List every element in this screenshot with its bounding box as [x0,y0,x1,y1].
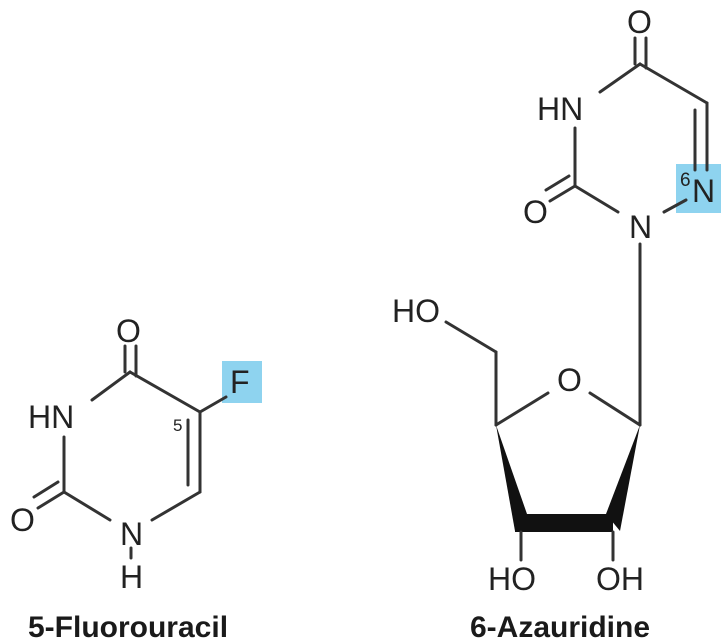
bond-c5prime-ho [444,320,498,354]
az-oxygen-left: O [523,194,548,230]
fluorouracil-structure: O F HN 5 O N H 5-Fluorouracil [10,313,262,644]
bond-c2-o-double [32,480,60,499]
bond-n3-c4 [90,370,132,402]
wedge-c1prime-c2prime [606,425,640,531]
bond-c2-o-double [544,174,571,192]
fu-hydrogen-bottom: H [120,559,143,595]
az-nitrogen-6: N [692,173,715,209]
bond-c4prime-oring [494,391,550,427]
az-position-6: 6 [680,170,691,191]
az-hydroxyl-top: HO [392,293,440,329]
az-nitrogen-1: N [629,209,652,245]
bond-n6-n1 [662,198,688,214]
az-hydroxyl-bottom-left: HO [488,561,536,597]
n6-highlight [676,164,721,213]
bond-c6-n1 [150,490,202,522]
fu-hn-label: HN [28,399,74,435]
az-oxygen-top: O [627,4,652,40]
fluorouracil-name: 5-Fluorouracil [28,611,228,644]
bond-c4-c5 [638,62,709,105]
bond-c2-o [548,184,577,203]
bond-c4-c5 [128,370,202,414]
fu-oxygen-top: O [116,313,141,349]
az-hn-label: HN [537,91,583,127]
bond-n1-c2 [62,490,112,522]
bond-oring-c1prime [588,391,642,427]
fu-nitrogen-bottom: N [120,516,143,552]
bold-c3prime-c2prime [515,514,613,532]
bond-c5-f [198,395,228,414]
fu-oxygen-left: O [10,502,35,538]
bond-n1-c2 [573,184,620,214]
fu-fluorine: F [230,364,250,400]
bond-n3-c4 [598,62,642,94]
bond-c2-o [36,490,66,510]
fu-position-5: 5 [173,416,182,435]
az-ring-oxygen: O [557,362,582,398]
az-hydroxyl-bottom-right: OH [596,561,644,597]
azauridine-name: 6-Azauridine [470,611,650,644]
fluorine-highlight [222,361,262,403]
azauridine-structure: O HN 6 N O N HO O HO OH 6-Azauridine [392,4,721,644]
wedge-c4prime-c3prime [496,425,527,531]
